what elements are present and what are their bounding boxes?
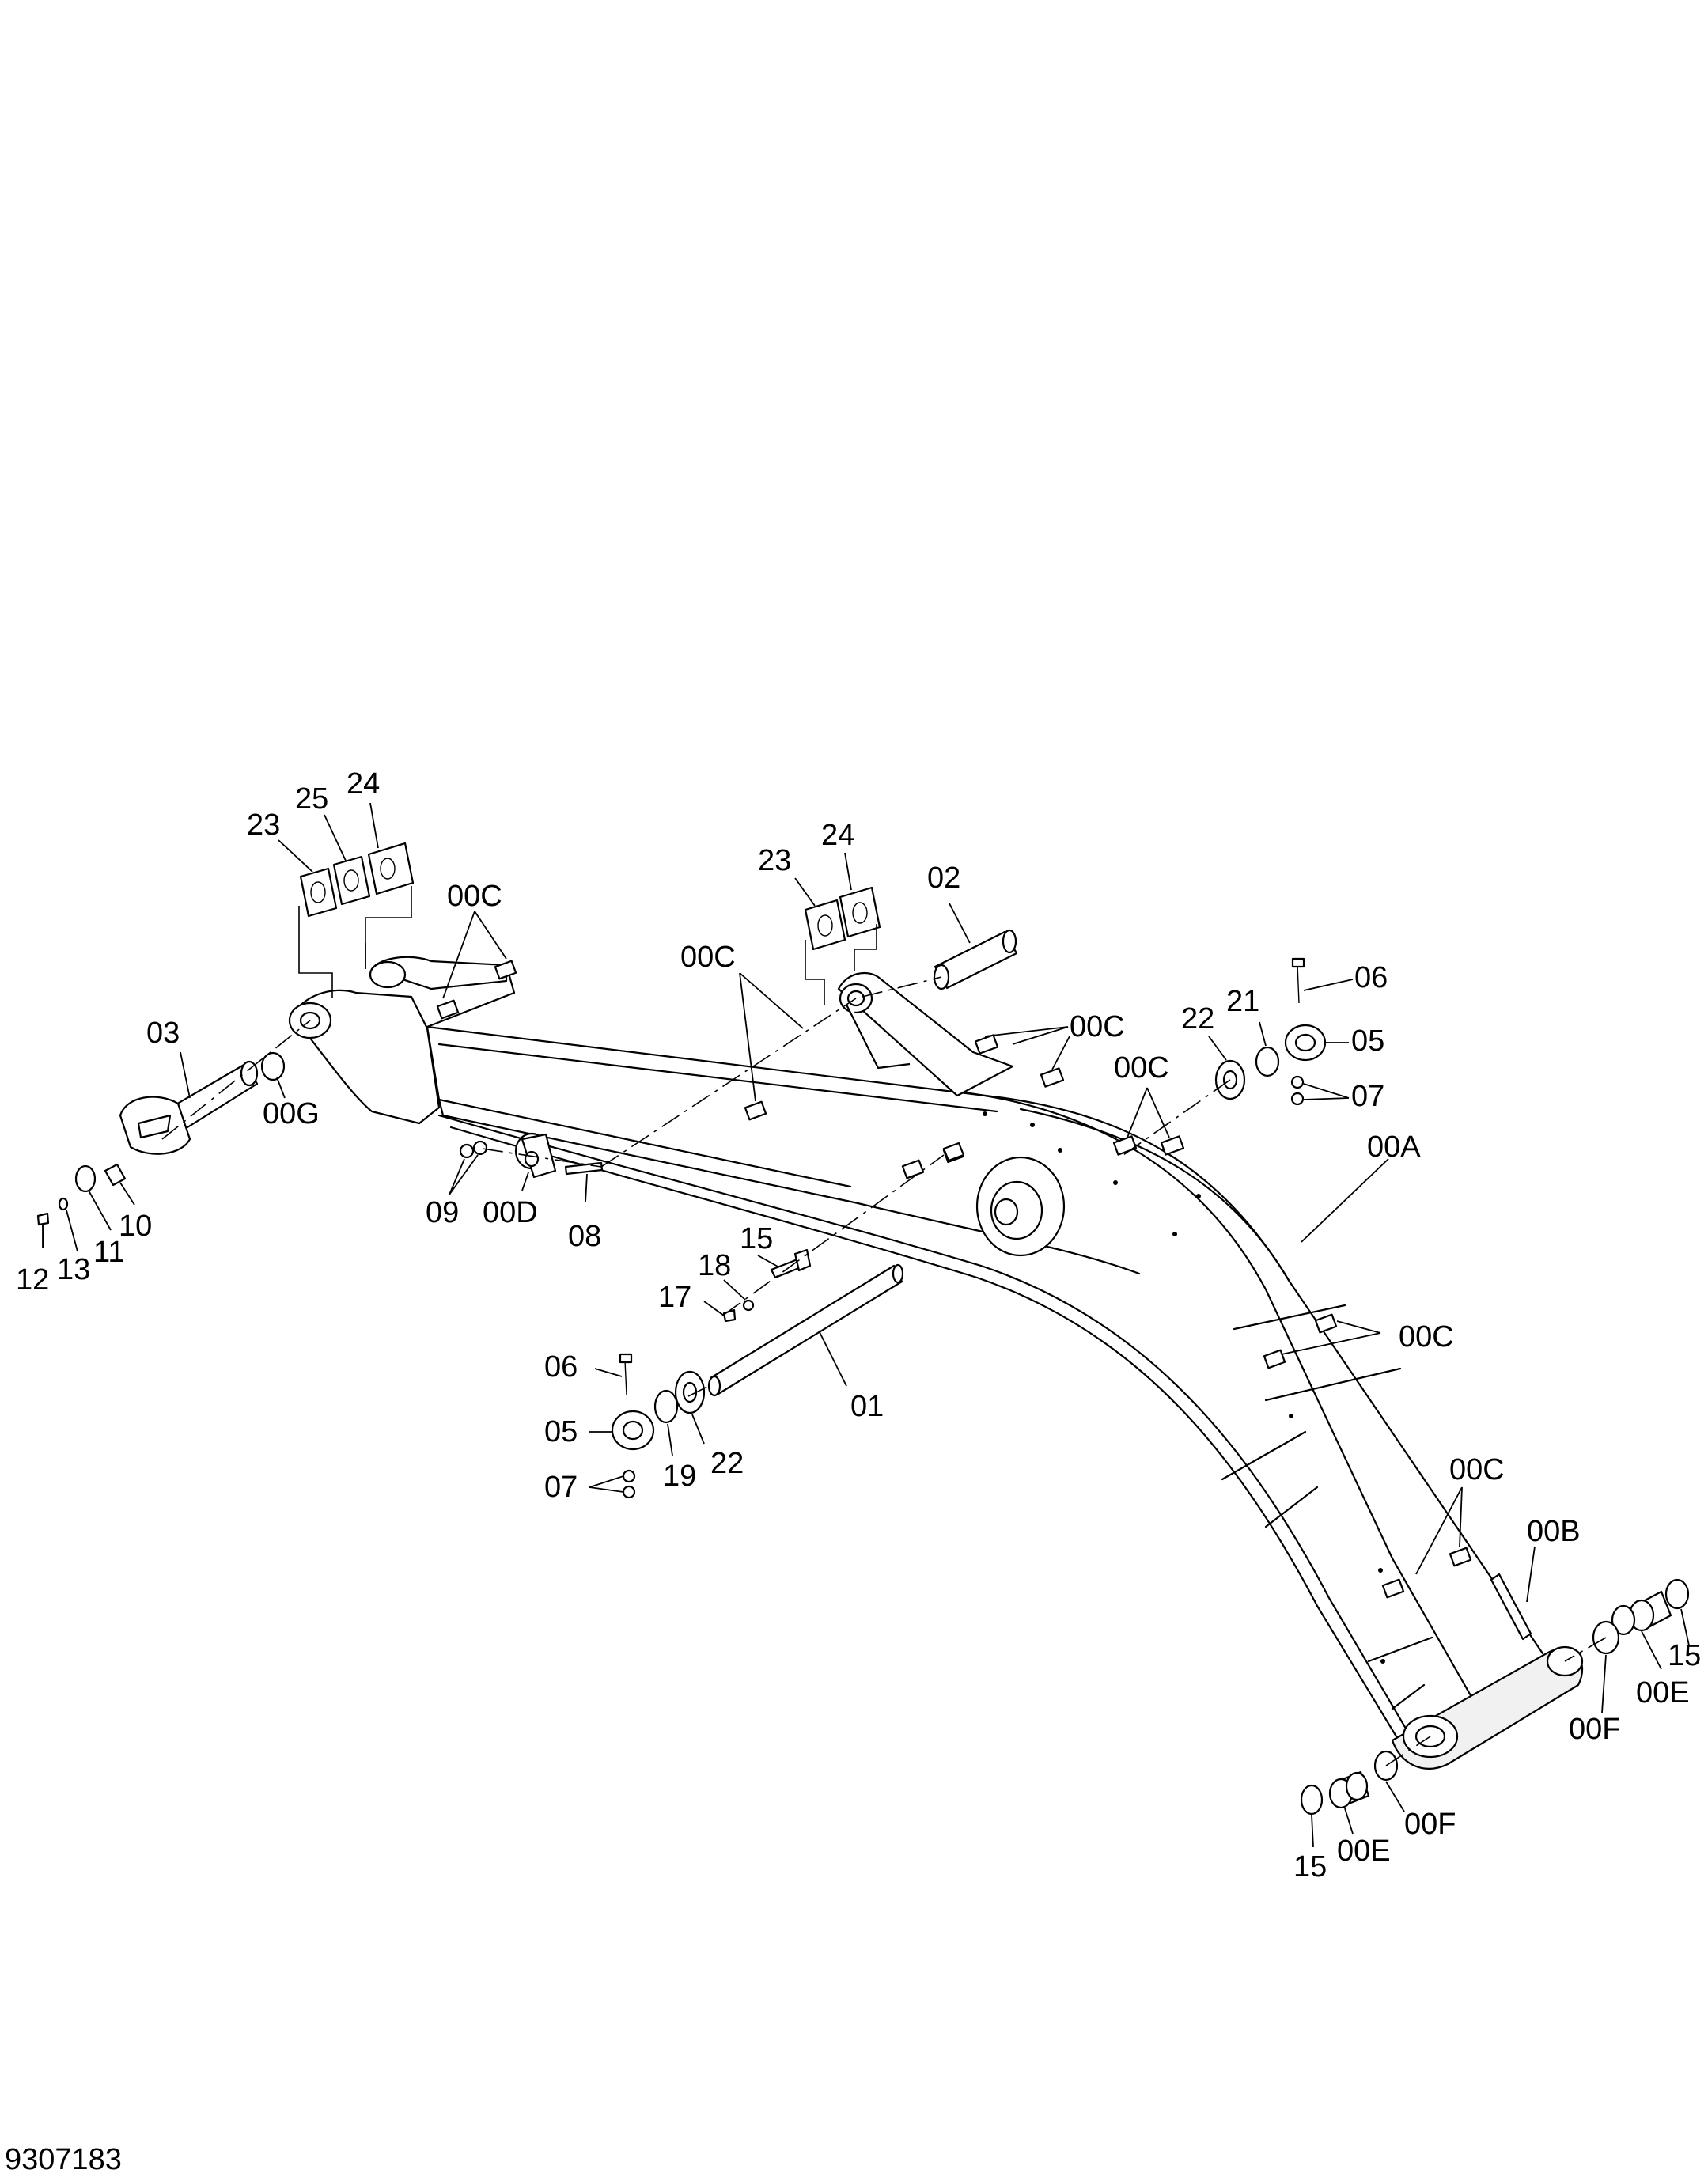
- drawing-number: 9307183: [5, 2143, 122, 2176]
- callout-00E-left: 00E: [1337, 1835, 1391, 1868]
- callout-07-left: 07: [544, 1471, 578, 1504]
- callout-00C-5: 00C: [1399, 1320, 1454, 1354]
- callout-11: 11: [93, 1236, 124, 1269]
- callout-00C-2: 00C: [680, 941, 736, 974]
- callout-00B: 00B: [1527, 1515, 1581, 1548]
- callout-00E-right: 00E: [1636, 1676, 1690, 1710]
- callout-23-left: 23: [247, 808, 280, 842]
- callout-08: 08: [568, 1220, 601, 1253]
- callout-03: 03: [146, 1017, 180, 1050]
- callout-00F-left: 00F: [1404, 1808, 1456, 1841]
- callout-05-right: 05: [1351, 1024, 1384, 1058]
- callout-00C-4: 00C: [1114, 1051, 1169, 1085]
- callout-15-left: 15: [1293, 1850, 1327, 1884]
- callout-00C-3: 00C: [1070, 1010, 1125, 1043]
- callout-01: 01: [850, 1390, 884, 1423]
- callout-22-left: 22: [710, 1447, 744, 1480]
- callout-21-right: 21: [1226, 985, 1259, 1018]
- callout-05-left: 05: [544, 1415, 578, 1448]
- callout-12: 12: [16, 1263, 49, 1297]
- callout-25: 25: [295, 782, 328, 816]
- boom-body: [288, 956, 1584, 1770]
- callout-00C-6: 00C: [1449, 1453, 1505, 1486]
- leader-lines: [42, 802, 1690, 1848]
- callout-06-right: 06: [1354, 961, 1388, 994]
- callout-00A: 00A: [1367, 1130, 1421, 1164]
- callout-18: 17: [658, 1281, 691, 1314]
- callout-labels: 23 25 24 00C 23 24 02 00C 06 21 22 00C 0…: [5, 767, 1701, 2176]
- callout-22-right: 22: [1181, 1002, 1214, 1036]
- callout-06-left: 06: [544, 1350, 578, 1384]
- callout-21-left: 19: [663, 1460, 696, 1493]
- callout-00G: 00G: [263, 1097, 320, 1130]
- callout-00F-right: 00F: [1569, 1713, 1620, 1746]
- callout-00C-1: 00C: [447, 880, 502, 913]
- callout-02: 02: [927, 861, 960, 895]
- callout-00D: 00D: [483, 1196, 538, 1229]
- callout-19: 18: [698, 1249, 731, 1282]
- callout-23-right: 23: [758, 844, 791, 877]
- callout-10: 10: [119, 1210, 152, 1243]
- callout-17: 15: [740, 1222, 773, 1255]
- callout-13: 13: [57, 1253, 90, 1286]
- callout-24-left: 24: [347, 767, 380, 801]
- callout-09: 09: [426, 1196, 459, 1229]
- loose-parts: [36, 842, 1690, 1816]
- callout-07-right: 07: [1351, 1080, 1384, 1113]
- callout-15-right: 15: [1668, 1639, 1701, 1672]
- callout-24-right: 24: [821, 819, 854, 852]
